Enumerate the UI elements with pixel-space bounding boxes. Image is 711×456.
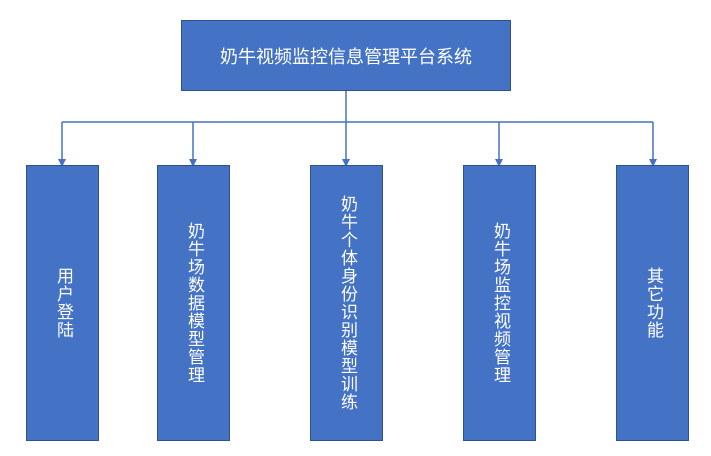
node-other-functions: 其它功能: [616, 165, 689, 441]
root-node: 奶牛视频监控信息管理平台系统: [181, 20, 511, 91]
node-user-login: 用户登陆: [26, 165, 99, 441]
node-farm-data-model-label: 奶牛场数据模型管理: [184, 222, 204, 384]
node-cow-identity-training-label: 奶牛个体身份识别模型训练: [337, 195, 357, 411]
root-node-label: 奶牛视频监控信息管理平台系统: [220, 46, 472, 68]
node-user-login-label: 用户登陆: [53, 267, 73, 339]
node-farm-data-model: 奶牛场数据模型管理: [157, 165, 230, 441]
node-farm-video-monitoring-label: 奶牛场监控视频管理: [490, 222, 510, 384]
node-farm-video-monitoring: 奶牛场监控视频管理: [463, 165, 536, 441]
node-other-functions-label: 其它功能: [643, 267, 663, 339]
node-cow-identity-training: 奶牛个体身份识别模型训练: [310, 165, 383, 441]
